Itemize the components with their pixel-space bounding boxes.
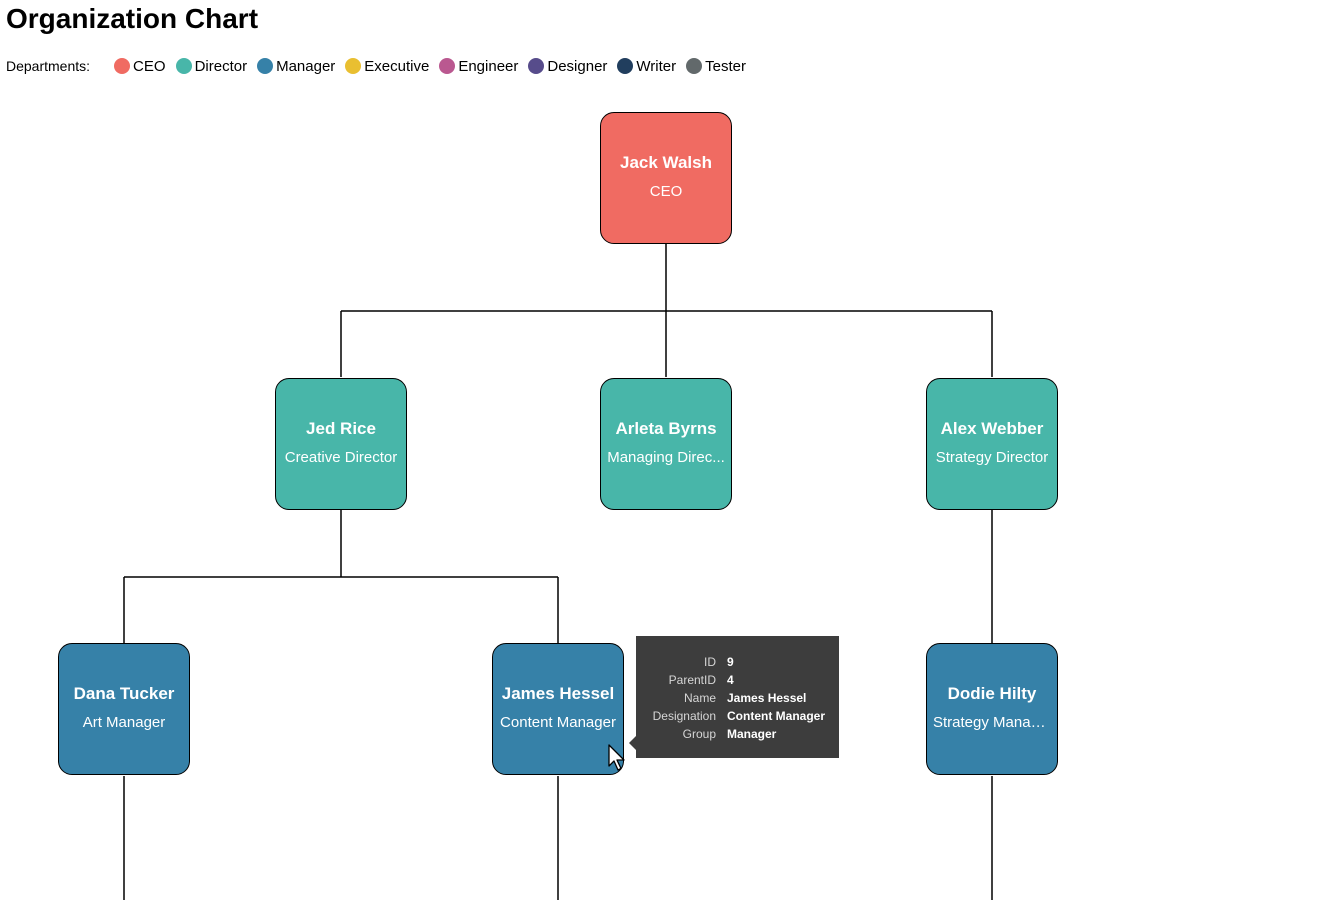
tooltip-details: ID 9 ParentID 4 Name James Hessel Designati… bbox=[636, 653, 825, 743]
node-name: Jed Rice bbox=[306, 419, 376, 438]
node-name: Alex Webber bbox=[940, 419, 1044, 438]
tooltip-row-id: ID 9 bbox=[636, 653, 825, 671]
node-tooltip: ID 9 ParentID 4 Name James Hessel Designati… bbox=[629, 636, 839, 758]
tooltip-value: Manager bbox=[727, 727, 777, 741]
org-node-dodie-hilty[interactable]: Dodie Hilty Strategy Manag... bbox=[926, 643, 1058, 775]
tooltip-value: Content Manager bbox=[727, 709, 826, 723]
node-designation: CEO bbox=[649, 183, 683, 200]
tooltip-value: James Hessel bbox=[727, 691, 807, 705]
legend-item-label: CEO bbox=[133, 57, 166, 75]
tooltip-row-parentid: ParentID 4 bbox=[636, 671, 825, 689]
legend-item-ceo: CEO bbox=[114, 58, 166, 75]
node-designation: Content Manager bbox=[500, 714, 616, 731]
legend-swatch bbox=[345, 58, 362, 74]
node-designation: Creative Director bbox=[284, 449, 398, 466]
legend-item-manager: Manager bbox=[257, 58, 335, 75]
department-legend: Departments: CEO Director Manager Execut… bbox=[6, 56, 756, 76]
legend-item-engineer: Engineer bbox=[439, 58, 518, 75]
node-name: James Hessel bbox=[501, 684, 615, 703]
tooltip-key: Designation bbox=[652, 709, 716, 723]
mouse-cursor-icon bbox=[608, 744, 625, 771]
node-designation: Strategy Manag... bbox=[933, 714, 1051, 731]
tooltip-row-name: Name James Hessel bbox=[636, 689, 825, 707]
tooltip-arrow bbox=[629, 736, 636, 750]
legend-swatch bbox=[175, 58, 192, 74]
page-title: Organization Chart bbox=[6, 3, 259, 34]
tooltip-row-designation: Designation Content Manager bbox=[636, 707, 825, 725]
legend-item-label: Executive bbox=[364, 57, 430, 75]
legend-swatch bbox=[528, 58, 545, 74]
legend-swatch bbox=[257, 58, 274, 74]
legend-item-label: Writer bbox=[636, 57, 677, 75]
legend-label: Departments: bbox=[6, 58, 91, 74]
legend-item-label: Director bbox=[194, 57, 248, 75]
org-node-arleta-byrns[interactable]: Arleta Byrns Managing Direc... bbox=[600, 378, 732, 510]
legend-item-label: Designer bbox=[547, 57, 608, 75]
node-designation: Art Manager bbox=[82, 714, 166, 731]
node-designation: Managing Direc... bbox=[607, 449, 725, 466]
legend-item-director: Director bbox=[175, 57, 248, 75]
tooltip-key: ParentID bbox=[668, 673, 716, 687]
legend-swatch bbox=[114, 58, 131, 74]
node-name: Dana Tucker bbox=[73, 684, 175, 703]
tooltip-key: ID bbox=[704, 655, 716, 669]
org-node-james-hessel[interactable]: James Hessel Content Manager bbox=[492, 643, 624, 775]
legend-swatch bbox=[439, 58, 456, 74]
legend-item-executive: Executive bbox=[345, 58, 429, 75]
tooltip-key: Name bbox=[683, 691, 716, 705]
org-node-dana-tucker[interactable]: Dana Tucker Art Manager bbox=[58, 643, 190, 775]
tooltip-value: 4 bbox=[727, 673, 734, 687]
tooltip-row-group: Group Manager bbox=[636, 725, 825, 743]
legend-swatch bbox=[686, 58, 703, 74]
legend-item-label: Manager bbox=[276, 57, 336, 75]
org-node-jack-walsh[interactable]: Jack Walsh CEO bbox=[600, 112, 732, 244]
legend-item-writer: Writer bbox=[617, 58, 676, 75]
node-designation: Strategy Director bbox=[935, 449, 1049, 466]
legend-item-label: Tester bbox=[705, 57, 746, 75]
org-node-alex-webber[interactable]: Alex Webber Strategy Director bbox=[926, 378, 1058, 510]
org-node-jed-rice[interactable]: Jed Rice Creative Director bbox=[275, 378, 407, 510]
node-name: Dodie Hilty bbox=[947, 684, 1037, 703]
node-name: Jack Walsh bbox=[620, 153, 712, 172]
legend-item-tester: Tester bbox=[686, 58, 746, 75]
legend-item-label: Engineer bbox=[458, 57, 519, 75]
tooltip-key: Group bbox=[682, 727, 716, 741]
legend-item-designer: Designer bbox=[528, 58, 607, 75]
node-name: Arleta Byrns bbox=[615, 419, 717, 438]
legend-swatch bbox=[617, 58, 634, 74]
tooltip-value: 9 bbox=[727, 655, 734, 669]
